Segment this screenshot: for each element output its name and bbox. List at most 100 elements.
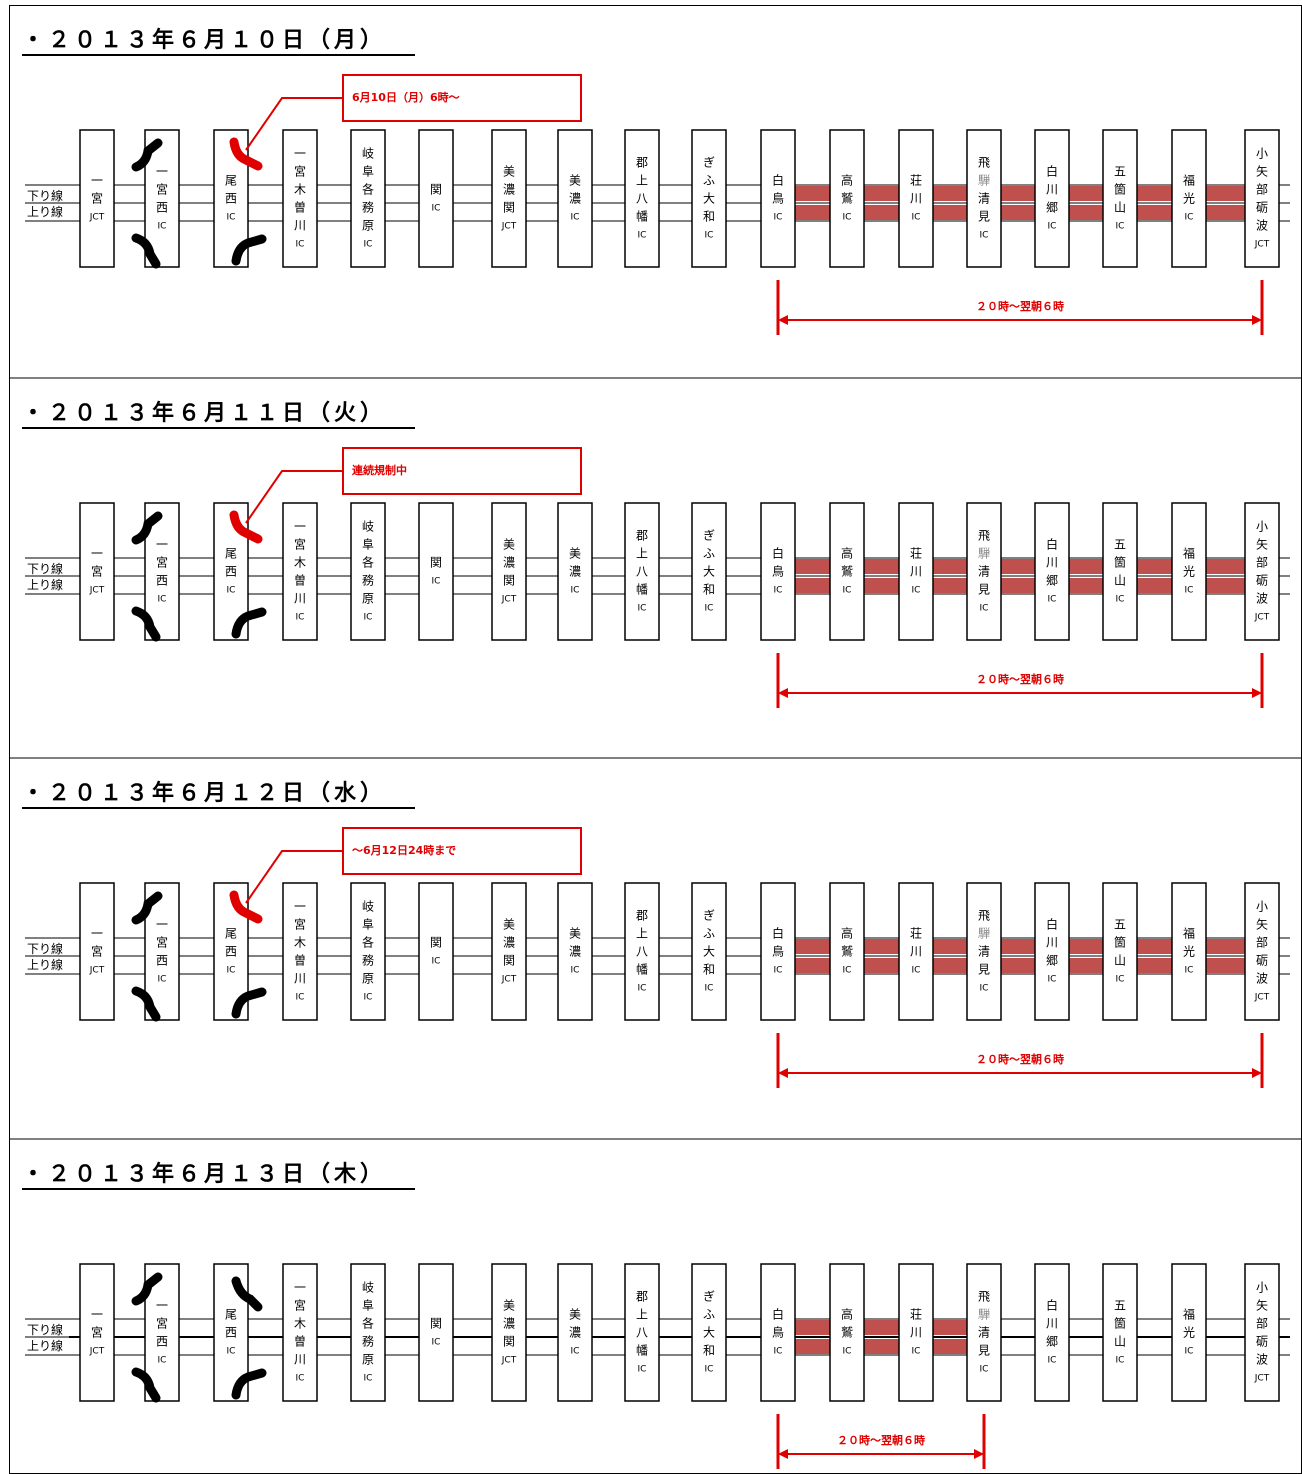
station-name: ぎふ大和: [703, 529, 715, 597]
station-frame: [491, 502, 527, 641]
station-frame: [1034, 882, 1070, 1021]
station-name: 白川郷: [1046, 1298, 1058, 1349]
callout-text: 6月10日（月）6時～: [352, 90, 460, 104]
station-type: IC: [705, 984, 714, 994]
day-section: ・２０１３年６月１３日（木）下り線上り線一宮JCT一宮西IC尾西IC一宮木曽川I…: [9, 1138, 1302, 1469]
station-name: 荘川: [910, 547, 922, 579]
closure-time-label: ２０時～翌朝６時: [976, 299, 1064, 313]
station-frame: [966, 129, 1002, 268]
station-name: ぎふ大和: [703, 156, 715, 224]
ramp-closed-icon: [231, 234, 267, 266]
station-name: 一宮西: [156, 538, 168, 588]
station-frame: [557, 882, 593, 1021]
station-type: IC: [296, 993, 305, 1003]
ramp-closed-icon-red: [229, 890, 263, 924]
lane-label-down: 下り線: [27, 1322, 63, 1337]
station-name: 一宮木曽川: [294, 520, 306, 606]
station-name: 岐阜各務原: [362, 147, 374, 233]
range-arrowhead-left: [778, 1449, 788, 1459]
day-title: ・２０１３年６月１３日（木）: [22, 1161, 386, 1187]
station-type: IC: [638, 231, 647, 241]
station-frame: [282, 882, 318, 1021]
station-type: IC: [980, 604, 989, 614]
station-frame: [1171, 502, 1207, 641]
station-frame: [691, 882, 727, 1021]
closure-time-label: ２０時～翌朝６時: [976, 672, 1064, 686]
station-type: IC: [774, 966, 783, 976]
station-type: JCT: [501, 595, 517, 605]
ramp-closed-icon-red: [229, 137, 263, 171]
callout-box: [342, 447, 582, 495]
station-frame: [760, 129, 796, 268]
ramp-closed-icon: [131, 606, 161, 642]
station-type: IC: [705, 1365, 714, 1375]
day-section: ・２０１３年６月１０日（月）下り線上り線一宮JCT一宮西IC尾西IC一宮木曽川I…: [22, 27, 1290, 335]
station-type: IC: [364, 1374, 373, 1384]
station-type: JCT: [89, 586, 105, 596]
station-name: 白鳥: [772, 926, 784, 959]
station-frame: [418, 129, 454, 268]
station-box: 関IC: [418, 882, 454, 1021]
day-section: ・２０１３年６月１２日（水）下り線上り線一宮JCT一宮西IC尾西IC一宮木曽川I…: [9, 757, 1302, 1088]
station-frame: [898, 129, 934, 268]
station-type: JCT: [1254, 613, 1270, 623]
station-name: 美濃: [569, 547, 581, 579]
station-name: 美濃: [569, 174, 581, 206]
station-name: 高鷲: [841, 546, 853, 579]
station-type: IC: [227, 966, 236, 976]
station-type: IC: [1048, 975, 1057, 985]
station-type: JCT: [89, 213, 105, 223]
station-type: IC: [1048, 595, 1057, 605]
station-frame: [624, 1263, 660, 1402]
station-type: IC: [638, 984, 647, 994]
station-frame: [1244, 129, 1280, 268]
station-name: 白鳥: [772, 546, 784, 579]
station-type: IC: [1116, 975, 1125, 985]
station-frame: [79, 882, 115, 1021]
station-name: 美濃関: [503, 538, 515, 588]
lane-label-up: 上り線: [27, 577, 63, 592]
ramp-marks: [131, 510, 267, 642]
range-arrowhead-left: [778, 688, 788, 698]
station-name: 一宮西: [156, 165, 168, 215]
station-box: 関IC: [418, 129, 454, 268]
station-box: 関IC: [418, 502, 454, 641]
station-name: 関: [430, 556, 442, 570]
closure-range: ２０時～翌朝６時: [776, 653, 1264, 708]
ramp-closed-icon: [231, 1276, 263, 1312]
station-name: 一宮: [91, 927, 103, 959]
station-type: IC: [1185, 1347, 1194, 1357]
station-frame: [624, 882, 660, 1021]
station-type: IC: [296, 240, 305, 250]
station-name: 美濃: [569, 927, 581, 959]
station-frame: [966, 1263, 1002, 1402]
ramp-closed-icon: [131, 511, 163, 545]
ramp-closed-icon: [231, 607, 267, 639]
ramp-closed-icon: [131, 233, 161, 269]
station-type: IC: [843, 213, 852, 223]
station-frame: [491, 1263, 527, 1402]
station-frame: [1244, 1263, 1280, 1402]
callout-leader: [245, 850, 343, 904]
station-type: IC: [296, 1374, 305, 1384]
station-frame: [418, 1263, 454, 1402]
station-type: IC: [432, 204, 441, 214]
